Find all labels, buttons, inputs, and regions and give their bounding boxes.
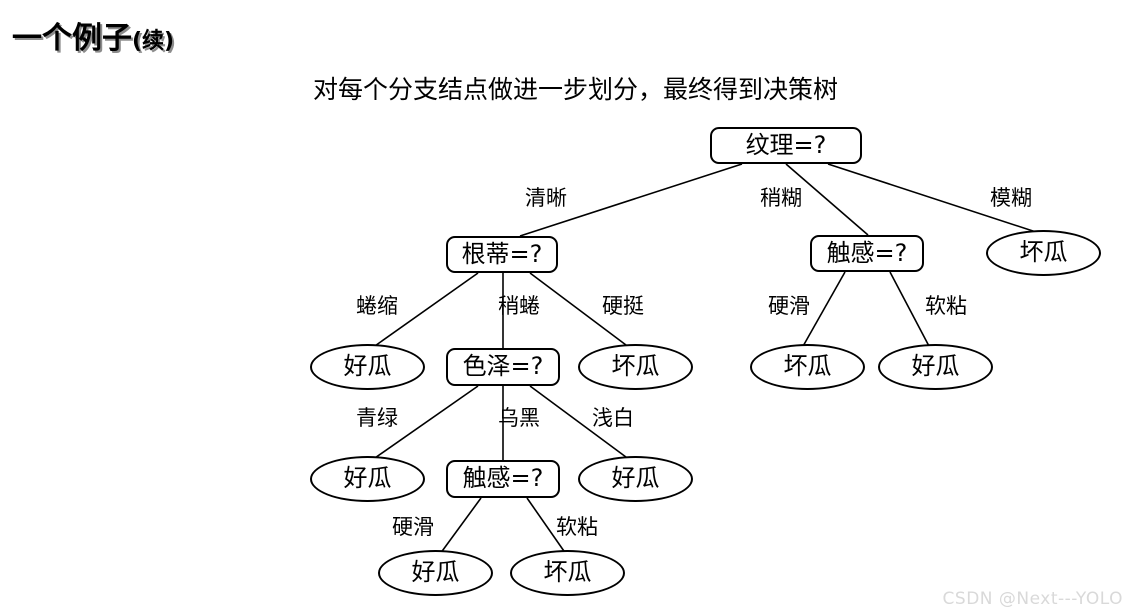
slide-subtitle: 对每个分支结点做进一步划分，最终得到决策树: [313, 75, 839, 104]
tree-leaf-node: 好瓜: [878, 344, 993, 390]
tree-edge: [889, 271, 931, 349]
tree-edge-label: 模糊: [990, 186, 1032, 210]
tree-node-label: 坏瓜: [611, 352, 660, 380]
tree-decision-node: 纹理=?: [710, 127, 862, 164]
tree-edge: [371, 385, 479, 461]
tree-edge-label: 硬挺: [602, 294, 644, 318]
page-title-main: 一个例子: [12, 21, 132, 56]
tree-leaf-node: 好瓜: [378, 550, 493, 596]
tree-leaf-node: 坏瓜: [750, 344, 865, 390]
tree-leaf-node: 坏瓜: [986, 230, 1101, 276]
tree-decision-node: 根蒂=?: [446, 236, 558, 273]
tree-edge: [529, 272, 631, 349]
tree-edge: [439, 497, 482, 555]
tree-edge-label: 蜷缩: [356, 294, 398, 318]
tree-leaf-node: 好瓜: [578, 456, 693, 502]
tree-decision-node: 触感=?: [446, 460, 560, 498]
tree-edge-label: 软粘: [925, 294, 967, 318]
tree-edge: [519, 163, 743, 237]
tree-edge-label: 软粘: [556, 515, 598, 539]
tree-edge: [785, 163, 869, 236]
tree-leaf-node: 好瓜: [310, 456, 425, 502]
page-title: 一个例子(续): [12, 13, 174, 57]
tree-node-label: 好瓜: [343, 464, 392, 492]
tree-edge-label: 硬滑: [392, 515, 434, 539]
tree-node-label: 好瓜: [611, 464, 660, 492]
tree-decision-node: 触感=?: [810, 235, 924, 272]
tree-edge: [529, 385, 631, 461]
tree-leaf-node: 坏瓜: [578, 344, 693, 390]
tree-edge: [801, 271, 846, 349]
tree-edge: [827, 163, 1037, 233]
tree-node-label: 根蒂=?: [461, 239, 543, 268]
tree-node-label: 好瓜: [411, 558, 460, 586]
tree-edge-label: 稍蜷: [498, 294, 540, 318]
tree-node-label: 纹理=?: [745, 130, 827, 159]
tree-node-label: 坏瓜: [783, 352, 832, 380]
tree-node-label: 触感=?: [462, 464, 544, 492]
tree-node-label: 坏瓜: [1019, 238, 1068, 266]
tree-node-label: 好瓜: [343, 352, 392, 380]
tree-edge-label: 清晰: [525, 186, 567, 210]
tree-edge-label: 青绿: [356, 406, 398, 430]
page-title-suffix: (续): [132, 29, 175, 54]
tree-edge: [371, 272, 479, 349]
tree-leaf-node: 好瓜: [310, 344, 425, 390]
tree-decision-node: 色泽=?: [446, 348, 560, 386]
tree-edge-label: 浅白: [592, 406, 634, 430]
tree-edge-label: 稍糊: [760, 186, 802, 210]
tree-node-label: 坏瓜: [543, 558, 592, 586]
tree-edge-label: 硬滑: [768, 294, 810, 318]
tree-node-label: 好瓜: [911, 352, 960, 380]
tree-leaf-node: 坏瓜: [510, 550, 625, 596]
tree-node-label: 触感=?: [826, 238, 908, 267]
watermark: CSDN @Next---YOLO: [942, 589, 1123, 609]
tree-edge-label: 乌黑: [498, 406, 540, 430]
tree-edge: [526, 497, 567, 555]
tree-node-label: 色泽=?: [462, 352, 544, 380]
